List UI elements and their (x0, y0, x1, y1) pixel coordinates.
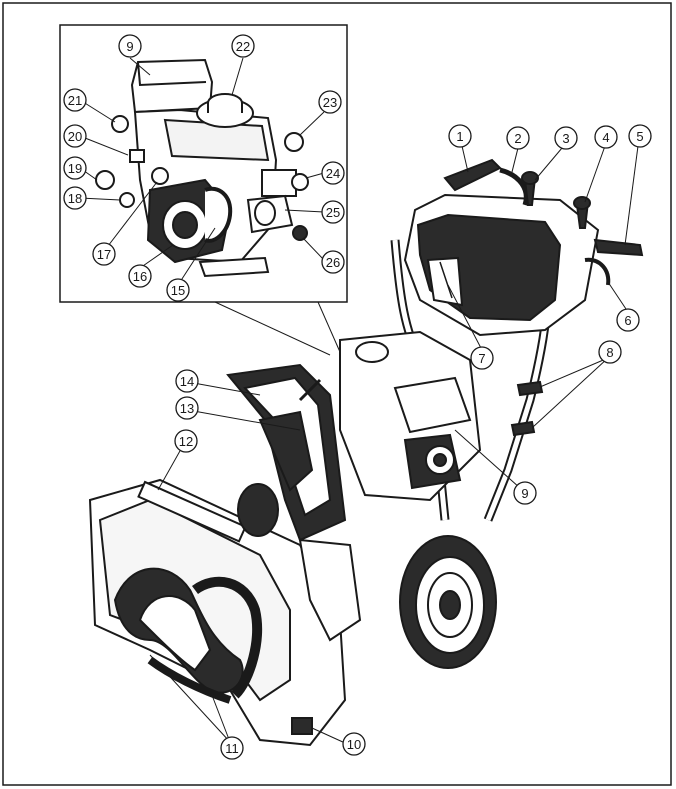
callout-22: 22 (231, 34, 255, 58)
callout-label: 22 (236, 39, 250, 54)
callout-9-main: 9 (513, 481, 537, 505)
callout-26: 26 (321, 250, 345, 274)
callout-3: 3 (554, 126, 578, 150)
callout-label: 18 (68, 191, 82, 206)
callout-label: 25 (326, 205, 340, 220)
callout-label: 8 (606, 345, 613, 360)
callout-9-inset: 9 (118, 34, 142, 58)
callout-17: 17 (92, 242, 116, 266)
snowblower-main (88, 158, 644, 747)
callout-24: 24 (321, 161, 345, 185)
callout-20: 20 (63, 124, 87, 148)
callout-1: 1 (448, 124, 472, 148)
callout-label: 3 (562, 131, 569, 146)
callout-label: 5 (636, 129, 643, 144)
callout-21: 21 (63, 88, 87, 112)
callout-leaders (79, 57, 639, 744)
callout-label: 6 (624, 313, 631, 328)
callout-label: 11 (225, 741, 239, 756)
callout-4: 4 (594, 125, 618, 149)
callout-label: 26 (326, 255, 340, 270)
callout-5: 5 (628, 124, 652, 148)
callout-8: 8 (598, 340, 622, 364)
callout-label: 15 (171, 283, 185, 298)
engine-detail (95, 58, 309, 278)
inset-leader-lines (214, 301, 341, 356)
callout-25: 25 (321, 200, 345, 224)
callout-16: 16 (128, 264, 152, 288)
callout-13: 13 (175, 396, 199, 420)
callout-label: 16 (133, 269, 147, 284)
callout-label: 23 (323, 95, 337, 110)
callout-18: 18 (63, 186, 87, 210)
callout-label: 14 (180, 374, 194, 389)
callout-label: 4 (602, 130, 609, 145)
callout-label: 9 (126, 39, 133, 54)
callout-label: 19 (68, 161, 82, 176)
callout-10: 10 (342, 732, 366, 756)
callout-label: 17 (97, 247, 111, 262)
callout-label: 1 (456, 129, 463, 144)
callout-label: 10 (347, 737, 361, 752)
callout-23: 23 (318, 90, 342, 114)
callout-label: 9 (521, 486, 528, 501)
callout-2: 2 (506, 126, 530, 150)
callout-label: 12 (179, 434, 193, 449)
callout-label: 7 (478, 351, 485, 366)
callout-15: 15 (166, 278, 190, 302)
callout-label: 20 (68, 129, 82, 144)
callout-label: 21 (68, 93, 82, 108)
callouts: 9 22 21 20 19 18 17 16 15 23 24 25 26 1 … (63, 34, 652, 760)
callout-label: 2 (514, 131, 521, 146)
callout-label: 24 (326, 166, 340, 181)
callout-7: 7 (470, 346, 494, 370)
callout-label: 13 (180, 401, 194, 416)
callout-11: 11 (220, 736, 244, 760)
callout-12: 12 (174, 429, 198, 453)
callout-19: 19 (63, 156, 87, 180)
callout-14: 14 (175, 369, 199, 393)
callout-6: 6 (616, 308, 640, 332)
